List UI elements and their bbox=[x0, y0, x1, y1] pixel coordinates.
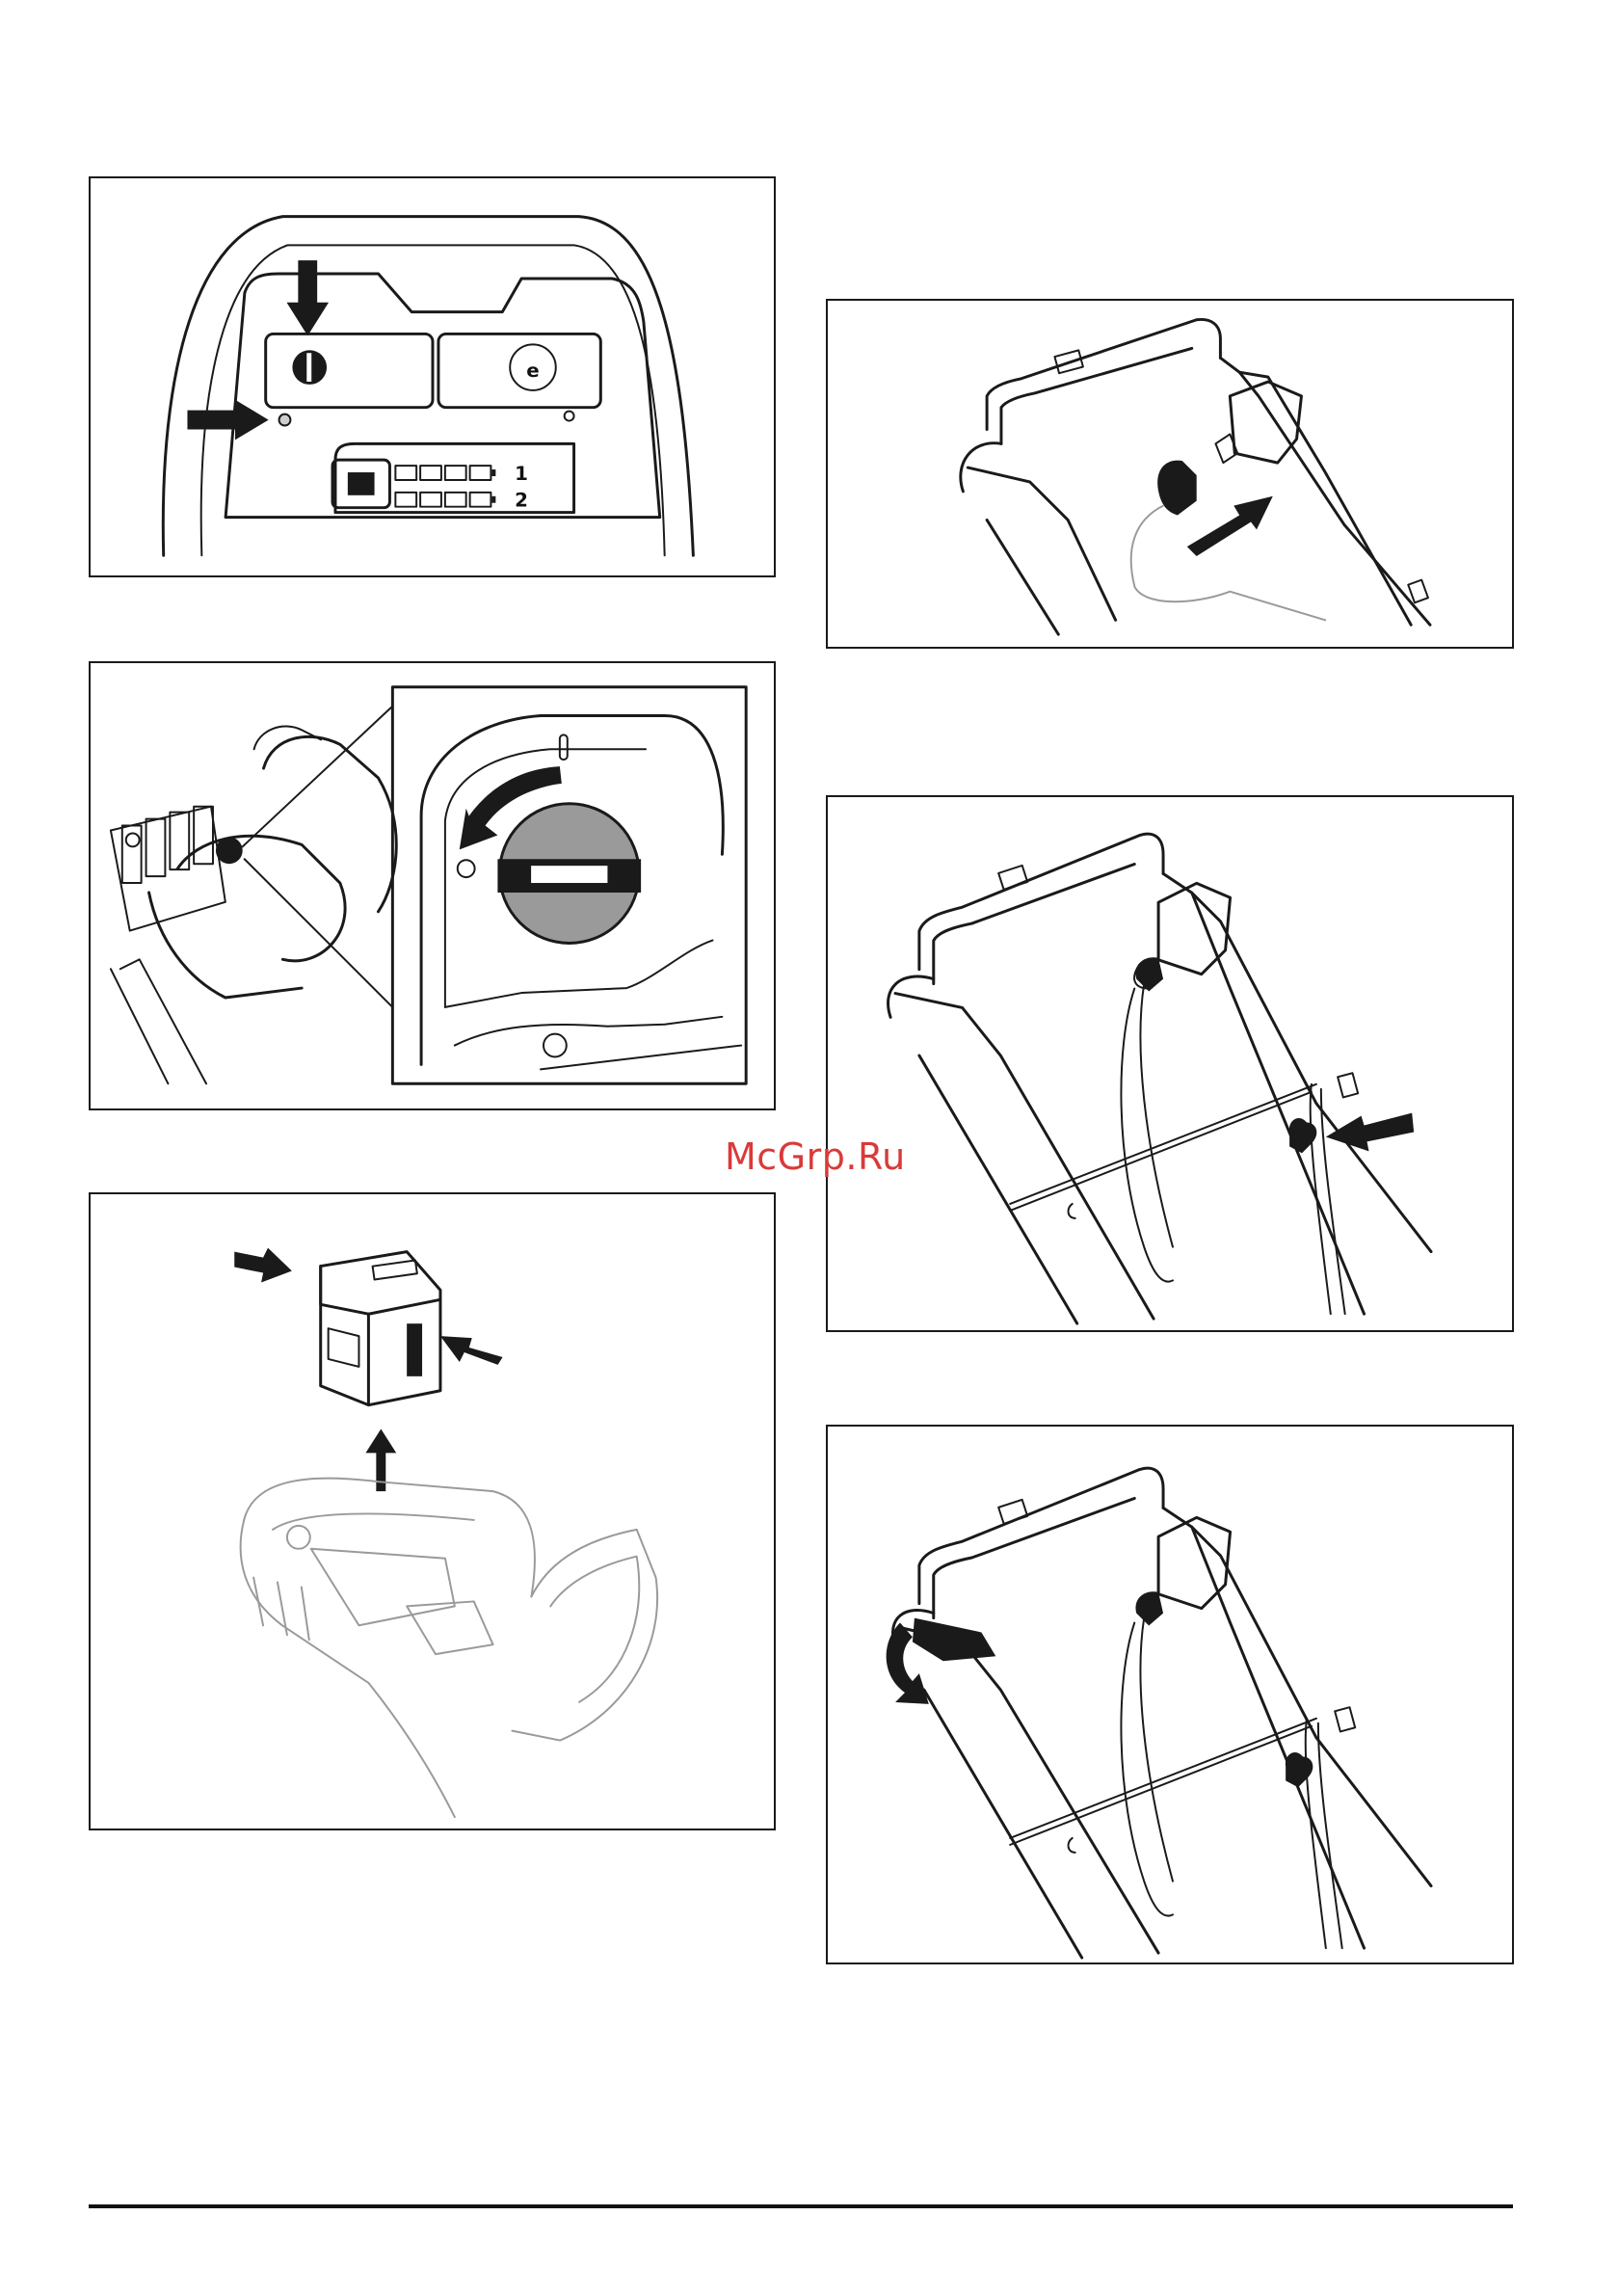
arrow-icon bbox=[1187, 496, 1273, 556]
battery-latch-icon bbox=[407, 1323, 422, 1376]
cable-plug-illustration bbox=[828, 301, 1512, 647]
indicator-label-1: 1 bbox=[515, 463, 528, 485]
figure-cable-clip-routing bbox=[826, 795, 1514, 1332]
watermark: McGrp.Ru bbox=[725, 1135, 906, 1178]
figure-cable-plug-connection bbox=[826, 299, 1514, 649]
battery-indicator-1 bbox=[395, 466, 495, 480]
cable-clip-icon bbox=[1286, 1752, 1313, 1787]
handle-lever-illustration bbox=[828, 1427, 1512, 1962]
status-led-icon bbox=[279, 414, 291, 426]
svg-text:e: e bbox=[526, 360, 539, 382]
figure-key-switch-detail bbox=[89, 661, 776, 1110]
battery-indicator-2 bbox=[395, 493, 495, 507]
cable-plug-icon bbox=[1157, 461, 1197, 516]
arrow-icon bbox=[187, 400, 268, 441]
key-switch-icon bbox=[216, 837, 243, 864]
indicator-label-2: 2 bbox=[515, 490, 528, 512]
key-switch-illustration bbox=[91, 663, 774, 1108]
figure-control-panel: e 1 2 bbox=[89, 176, 776, 577]
stop-button-icon bbox=[348, 472, 375, 495]
footer-rule bbox=[89, 2204, 1513, 2208]
cable-clip-illustration bbox=[828, 797, 1512, 1330]
arrow-icon bbox=[440, 1336, 503, 1365]
figure-battery-removal bbox=[89, 1192, 776, 1830]
arrow-icon bbox=[1326, 1113, 1414, 1152]
figure-handle-lever-fold bbox=[826, 1425, 1514, 1964]
cable-plug-icon bbox=[1135, 1591, 1163, 1625]
handle-lever-icon bbox=[913, 1618, 995, 1662]
control-panel-illustration: e 1 2 bbox=[91, 178, 774, 575]
arrow-icon bbox=[286, 260, 329, 335]
battery-removal-illustration bbox=[91, 1194, 774, 1829]
arrow-icon bbox=[234, 1248, 292, 1283]
